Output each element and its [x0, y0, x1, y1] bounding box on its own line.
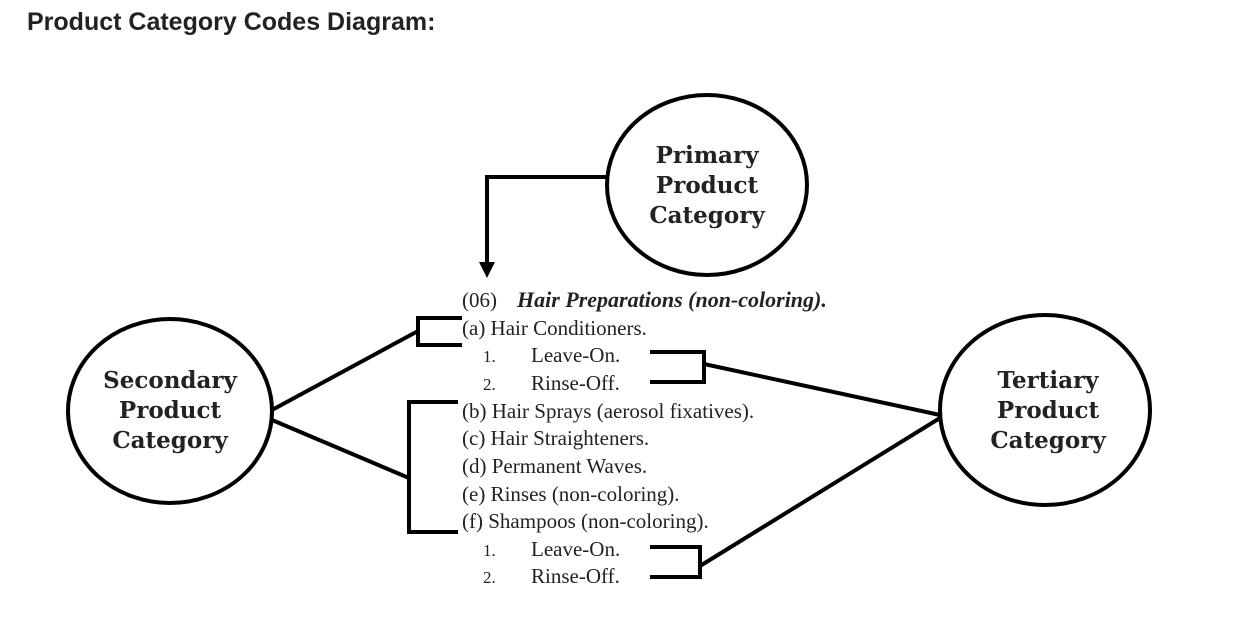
list-item: (e) Rinses (non-coloring).: [462, 482, 680, 506]
sub-item-label: Rinse-Off.: [531, 564, 620, 588]
bracket-b-f: [407, 400, 458, 534]
bracket-a-sub: [650, 350, 706, 384]
connector-secondary-b-f: [271, 418, 410, 480]
sub-item-label: Leave-On.: [531, 537, 620, 561]
list-code: (06): [462, 288, 497, 312]
tertiary-node-label: Product: [997, 397, 1100, 424]
secondary-node-label: Product: [119, 397, 222, 424]
tertiary-node-circle: [938, 313, 1152, 507]
bracket-a: [416, 316, 462, 347]
list-item: (b) Hair Sprays (aerosol fixatives).: [462, 399, 754, 423]
bracket-f-sub: [650, 545, 702, 579]
primary-node-label: Category: [649, 202, 765, 229]
sub-item-number: 2.: [483, 568, 496, 587]
sub-item-label: Rinse-Off.: [531, 371, 620, 395]
list-item: (f) Shampoos (non-coloring).: [462, 509, 709, 533]
secondary-node-label: Secondary: [103, 367, 237, 394]
sub-item-label: Leave-On.: [531, 343, 620, 367]
sub-item-number: 1.: [483, 541, 496, 560]
connector-secondary-a: [271, 329, 419, 412]
tertiary-node-label: Tertiary: [998, 367, 1100, 394]
primary-node-label: Product: [656, 172, 759, 199]
connector-tertiary-a: [703, 362, 941, 417]
secondary-node-circle: [66, 317, 274, 505]
list-heading: Hair Preparations (non-coloring).: [516, 287, 827, 312]
primary-node-label: Primary: [656, 142, 760, 169]
secondary-node-label: Category: [112, 427, 228, 454]
primary-arrow-line: [485, 175, 608, 262]
primary-node-circle: [605, 93, 809, 277]
arrow-head-icon: [479, 262, 495, 278]
tertiary-node-label: Category: [990, 427, 1106, 454]
connector-tertiary-f: [698, 416, 942, 568]
list-item: (c) Hair Straighteners.: [462, 426, 649, 450]
list-item: (a) Hair Conditioners.: [462, 316, 647, 340]
page-title: Product Category Codes Diagram:: [27, 8, 436, 36]
sub-item-number: 2.: [483, 375, 496, 394]
list-item: (d) Permanent Waves.: [462, 454, 647, 478]
sub-item-number: 1.: [483, 347, 496, 366]
